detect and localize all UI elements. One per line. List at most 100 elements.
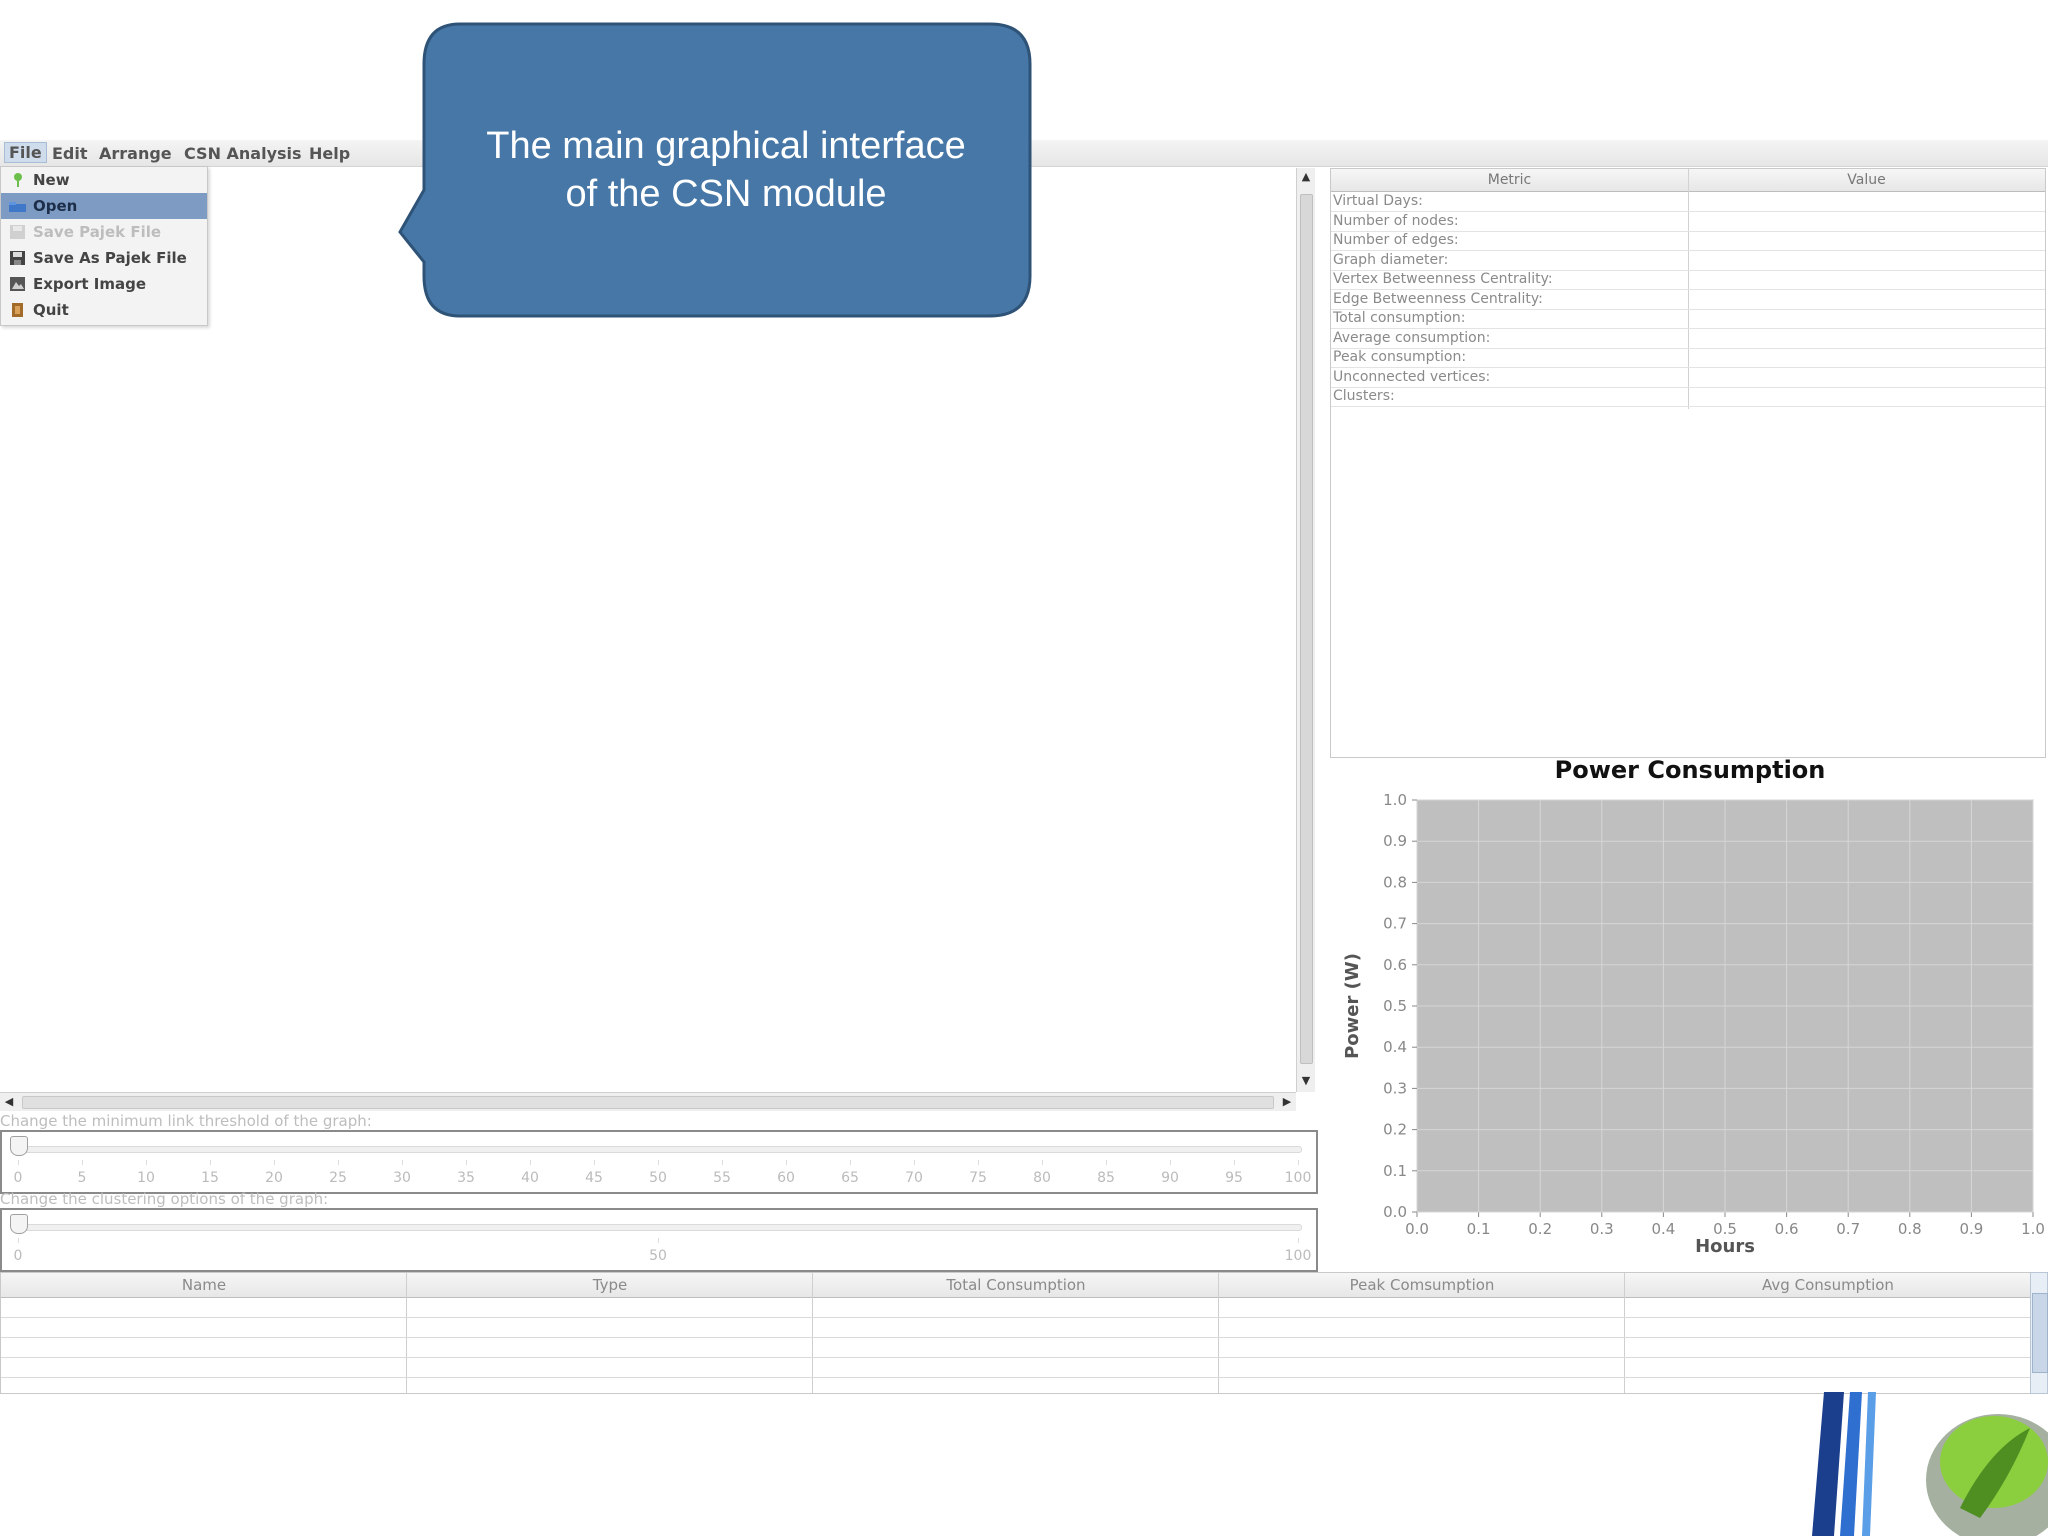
chart-y-tick-label: 0.7 [1383,915,1407,933]
scroll-left-arrow-icon[interactable]: ◀ [4,1095,14,1108]
graph-canvas[interactable] [0,168,1297,1092]
threshold-slider-caption: Change the minimum link threshold of the… [0,1112,372,1130]
slider-tick-label: 60 [777,1170,795,1186]
metrics-row[interactable]: Number of edges: [1331,231,2045,251]
slider-tick-mark [18,1238,19,1243]
slider-tick-mark [850,1160,851,1165]
chart-y-axis-label: Power (W) [1342,953,1363,1059]
open-folder-icon [9,198,26,214]
metrics-row[interactable]: Total consumption: [1331,309,2045,329]
slider-tick-mark [18,1160,19,1165]
appliance-table-scrollbar[interactable] [2030,1272,2048,1394]
menu-item-quit[interactable]: Quit [1,297,207,323]
quit-icon [9,302,26,318]
scroll-right-arrow-icon[interactable]: ▶ [1282,1095,1292,1108]
metric-label: Number of nodes: [1333,212,1459,229]
slider-tick-mark [722,1160,723,1165]
chart-x-axis-label: Hours [1695,1236,1755,1257]
slider-tick-label: 100 [1284,1248,1312,1264]
slider-tick-label: 0 [13,1248,23,1264]
clustering-slider-track[interactable] [16,1224,1302,1231]
slider-tick-mark [1298,1238,1299,1243]
total-consumption-column-header[interactable]: Total Consumption [946,1276,1086,1294]
table-row[interactable] [1,1357,2031,1358]
column-divider [1624,1273,1625,1393]
menu-csn-analysis[interactable]: CSN Analysis [184,144,302,163]
slider-tick-label: 50 [649,1248,667,1264]
menu-help[interactable]: Help [309,144,351,163]
metric-label: Number of edges: [1333,232,1459,248]
slider-tick-mark [146,1160,147,1165]
table-row[interactable] [1,1317,2031,1318]
metrics-row[interactable]: Virtual Days: [1331,192,2045,212]
threshold-slider-knob[interactable] [10,1136,28,1156]
metrics-row[interactable]: Number of nodes: [1331,212,2045,232]
metrics-row[interactable]: Peak consumption: [1331,348,2045,368]
menu-item-save-as-pajek-file[interactable]: Save As Pajek File [1,245,207,271]
scroll-down-arrow-icon[interactable]: ▼ [1301,1074,1311,1087]
callout-line-1: The main graphical interface [486,125,966,167]
chart-title: Power Consumption [1554,756,1826,784]
chart-x-tick-label: 0.4 [1651,1220,1675,1238]
avg-consumption-column-header[interactable]: Avg Consumption [1762,1276,1894,1294]
metric-column-header[interactable]: Metric [1487,172,1532,188]
vertical-scroll-thumb[interactable] [1300,194,1313,1064]
metrics-row[interactable]: Edge Betweenness Centrality: [1331,290,2045,310]
graph-horizontal-scrollbar[interactable]: ◀ ▶ [0,1092,1296,1111]
slider-tick-mark [530,1160,531,1165]
horizontal-scroll-thumb[interactable] [22,1096,1274,1109]
chart-y-tick-label: 0.5 [1383,997,1407,1015]
metrics-row[interactable]: Average consumption: [1331,329,2045,349]
metrics-row[interactable]: Unconnected vertices: [1331,368,2045,388]
slider-tick-mark [1042,1160,1043,1165]
column-divider [406,1273,407,1393]
scroll-up-arrow-icon[interactable]: ▲ [1301,170,1311,183]
slider-tick-label: 15 [201,1170,219,1186]
metric-label: Unconnected vertices: [1333,368,1491,385]
chart-x-tick-label: 0.7 [1836,1220,1860,1238]
table-row[interactable] [1,1337,2031,1338]
metrics-row[interactable]: Graph diameter: [1331,251,2045,271]
menu-item-export-image[interactable]: Export Image [1,271,207,297]
menu-arrange[interactable]: Arrange [99,144,172,163]
chart-y-tick-label: 0.4 [1383,1038,1407,1056]
metric-label: Virtual Days: [1333,193,1423,209]
clustering-slider-knob[interactable] [10,1214,28,1234]
graph-vertical-scrollbar[interactable]: ▲ ▼ [1296,168,1315,1092]
menu-item-new[interactable]: New [1,167,207,193]
clustering-slider[interactable]: 0 50 100 [0,1208,1318,1272]
slider-tick-label: 25 [329,1170,347,1186]
chart-y-tick-label: 0.6 [1383,956,1407,974]
slider-tick-label: 30 [393,1170,411,1186]
column-divider [812,1273,813,1393]
slider-tick-mark [338,1160,339,1165]
slider-tick-mark [594,1160,595,1165]
table-row[interactable] [1,1377,2031,1378]
value-column-header[interactable]: Value [1847,172,1886,188]
metrics-row[interactable]: Clusters: [1331,387,2045,407]
menu-file[interactable]: File [4,142,47,163]
threshold-slider-track[interactable] [16,1146,1302,1153]
slider-tick-label: 45 [585,1170,603,1186]
name-column-header[interactable]: Name [181,1276,227,1294]
chart-y-tick-label: 1.0 [1383,791,1407,809]
chart-x-tick-label: 0.6 [1775,1220,1799,1238]
chart-y-tick-label: 0.0 [1383,1203,1407,1221]
chart-y-tick-label: 0.2 [1383,1121,1407,1139]
type-column-header[interactable]: Type [592,1276,628,1294]
metric-label: Average consumption: [1333,329,1491,346]
metric-label: Vertex Betweenness Centrality: [1333,271,1553,287]
menu-item-open[interactable]: Open [1,193,207,219]
slider-tick-label: 40 [521,1170,539,1186]
slider-tick-label: 80 [1033,1170,1051,1186]
table-scroll-thumb[interactable] [2032,1293,2048,1373]
menu-edit[interactable]: Edit [52,144,88,163]
menu-item-label: Quit [33,301,69,319]
save-as-icon [9,250,26,266]
slider-tick-mark [402,1160,403,1165]
peak-consumption-column-header[interactable]: Peak Comsumption [1349,1276,1495,1294]
metrics-row[interactable]: Vertex Betweenness Centrality: [1331,270,2045,290]
menu-item-save-pajek-file[interactable]: Save Pajek File [1,219,207,245]
